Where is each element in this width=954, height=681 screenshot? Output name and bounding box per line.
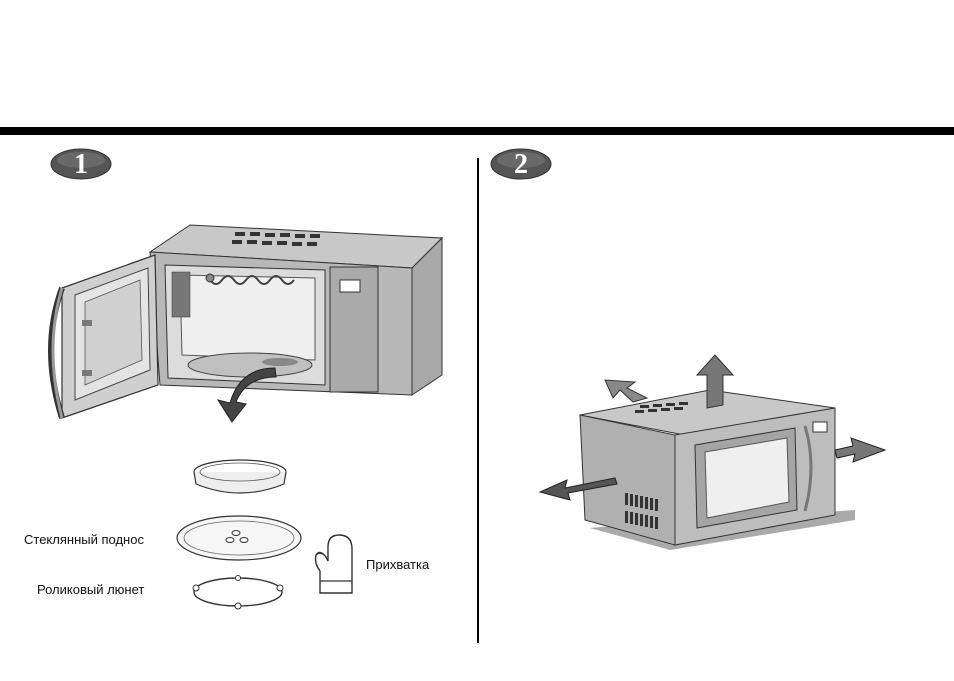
top-rule [0, 127, 954, 135]
glass-tray-illustration [174, 514, 304, 566]
roller-ring-label: Роликовый люнет [37, 582, 144, 597]
open-microwave-illustration [40, 220, 450, 430]
roller-ring-illustration [188, 574, 288, 616]
glass-tray-label: Стеклянный поднос [24, 532, 144, 547]
oven-mitt-label: Прихватка [366, 557, 429, 572]
step-2-number: 2 [514, 149, 528, 180]
column-divider [477, 158, 479, 643]
oven-mitt-illustration [312, 533, 362, 597]
step-1-badge: 1 [50, 148, 112, 180]
microwave-clearance-illustration [535, 350, 890, 550]
step-1-number: 1 [74, 149, 88, 180]
tray-ring-illustration [190, 458, 290, 500]
step-2-badge: 2 [490, 148, 552, 180]
